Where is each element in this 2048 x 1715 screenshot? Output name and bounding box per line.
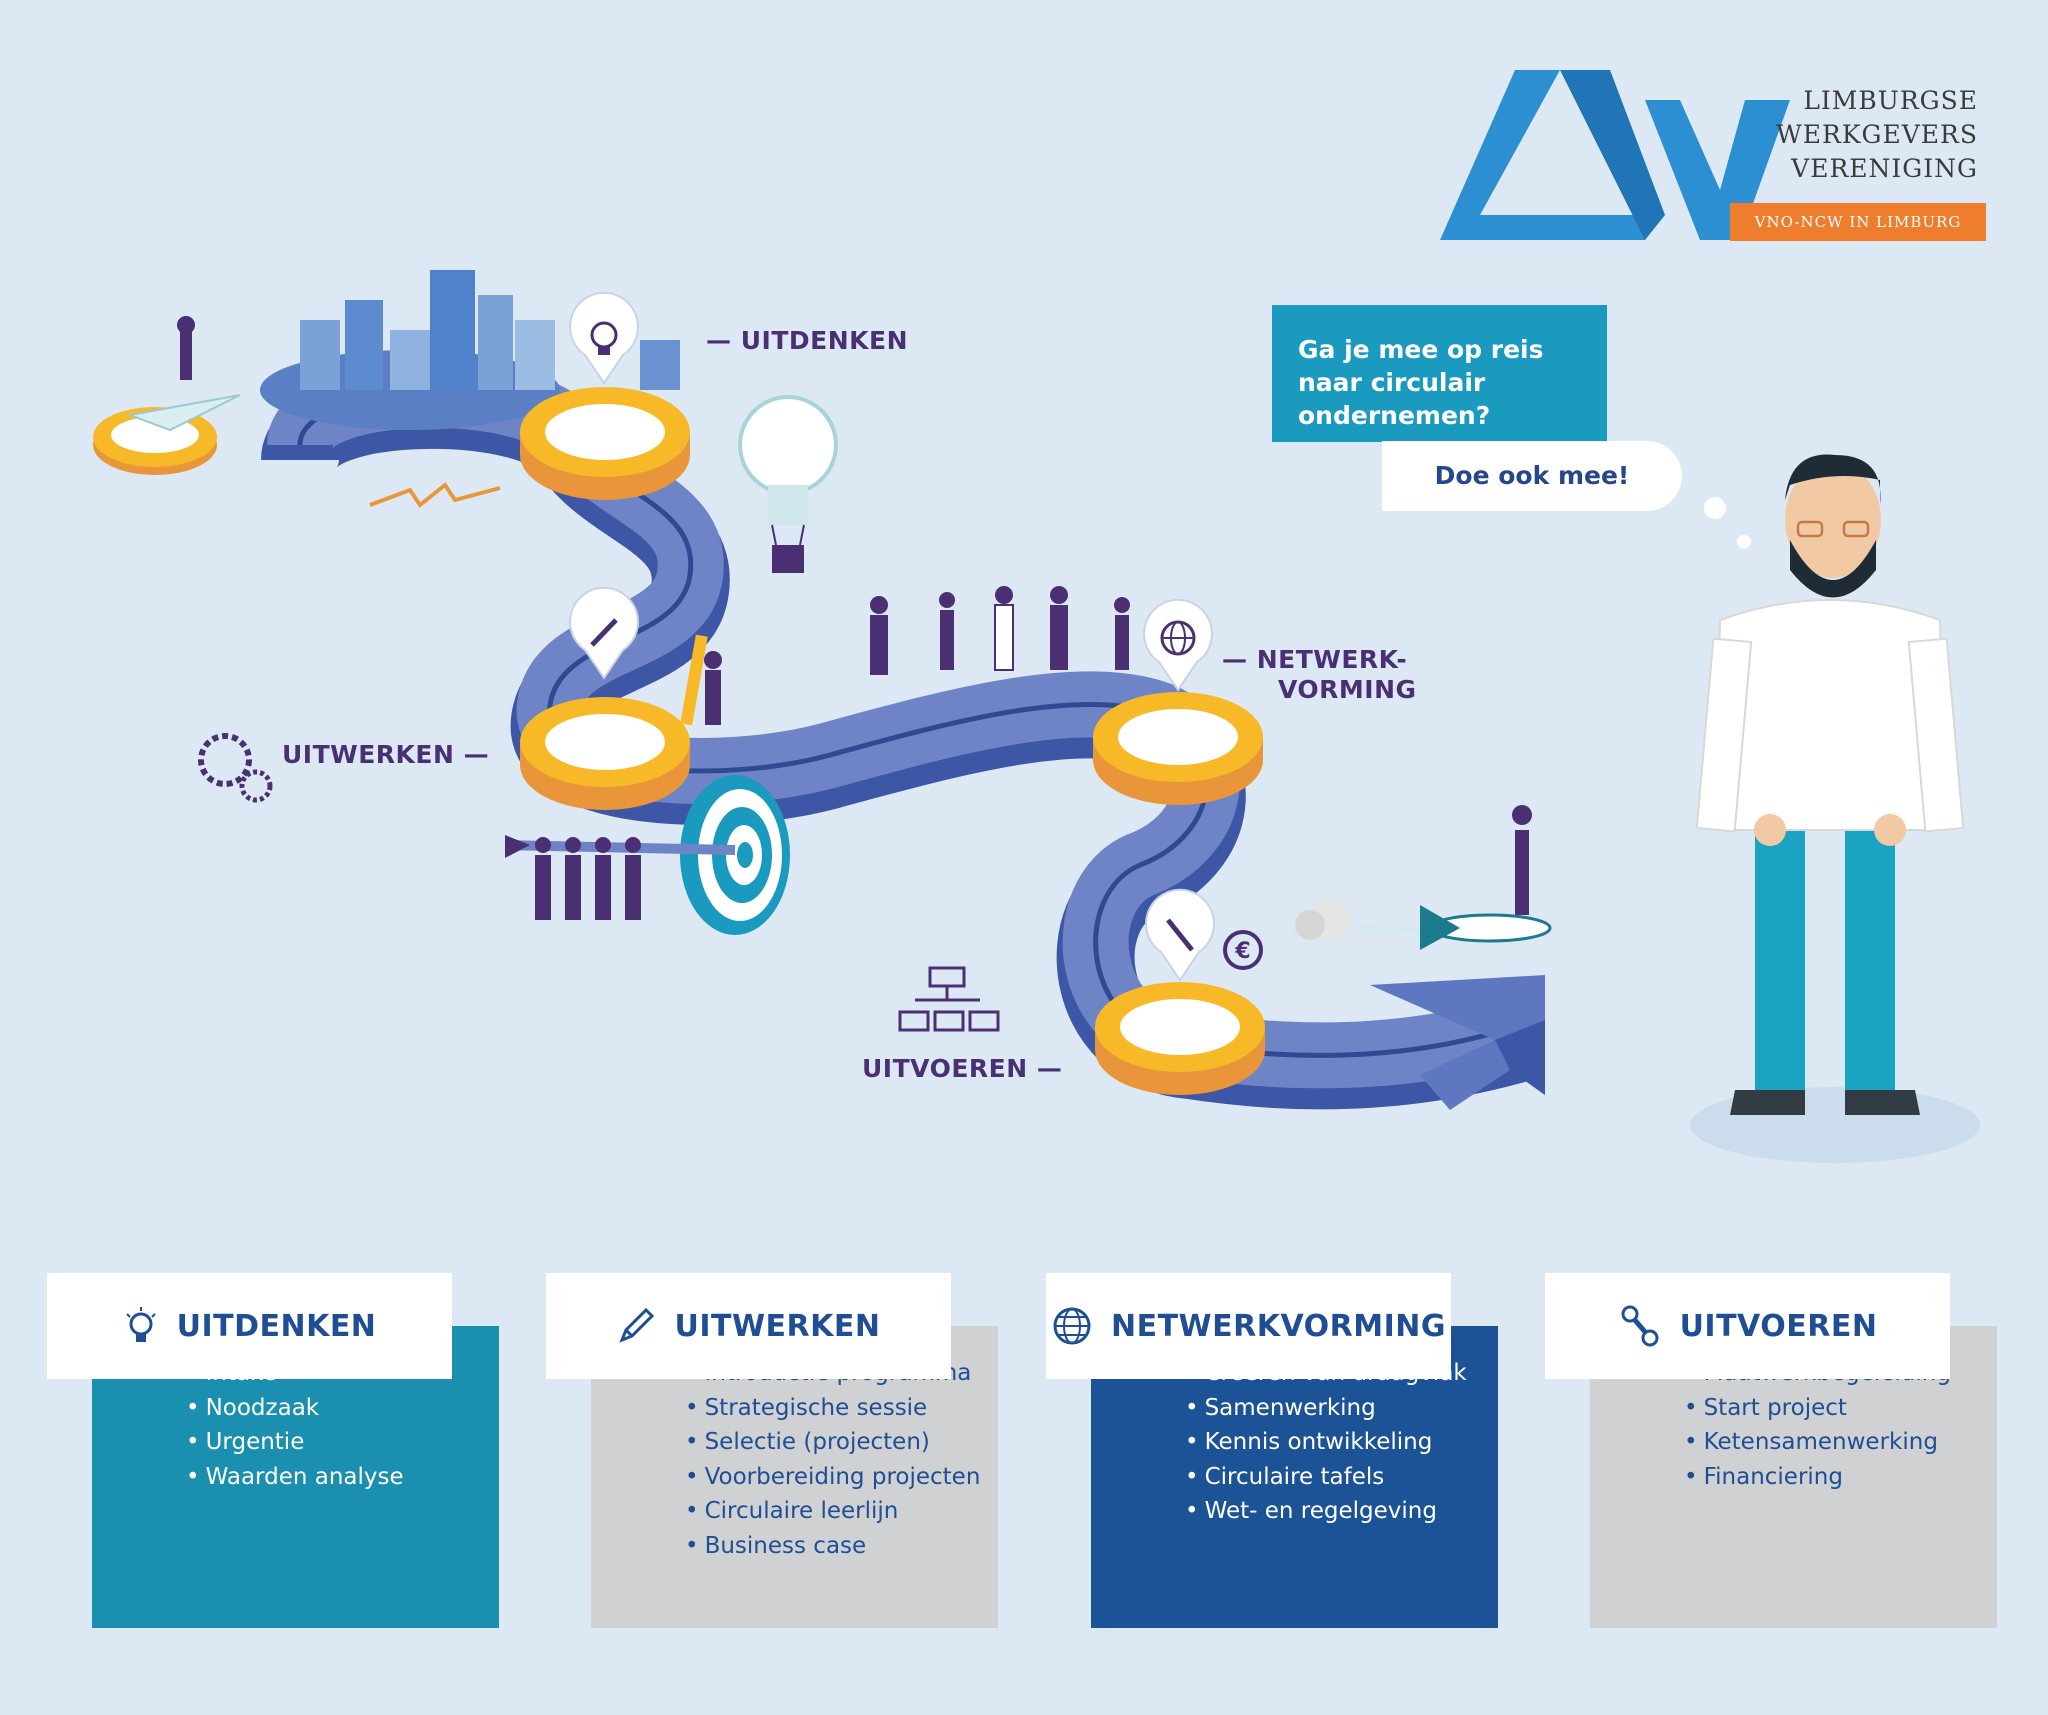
list-item: Business case bbox=[685, 1529, 998, 1564]
logo-line-1: LIMBURGSE bbox=[1803, 86, 1978, 115]
list-item: Voorbereiding projecten bbox=[685, 1460, 998, 1495]
platform-uitvoeren bbox=[1095, 982, 1265, 1095]
list-item: Samenwerking bbox=[1185, 1391, 1498, 1426]
lwv-logo-mark bbox=[1440, 70, 1790, 240]
stage-label-uitdenken: — UITDENKEN bbox=[706, 326, 908, 355]
stage-label-netwerkvorming-line1: NETWERK- bbox=[1256, 645, 1408, 674]
wrench-icon bbox=[1621, 1305, 1659, 1347]
rocket bbox=[1295, 805, 1560, 950]
globe-icon bbox=[1053, 1307, 1091, 1345]
list-item: Ketensamenwerking bbox=[1684, 1425, 1997, 1460]
person-with-pencil bbox=[680, 634, 722, 726]
list-item: Start project bbox=[1684, 1391, 1997, 1426]
pencil-icon bbox=[619, 1307, 655, 1343]
platform-netwerkvorming bbox=[1093, 692, 1263, 805]
logo-subtitle: VNO-NCW IN LIMBURG bbox=[1730, 203, 1986, 241]
people-group-carrying-arrow bbox=[535, 837, 641, 920]
speech-question: Ga je mee op reis naar circulair onderne… bbox=[1272, 305, 1607, 442]
stage-label-uitdenken-text: UITDENKEN bbox=[740, 326, 908, 355]
list-item: Waarden analyse bbox=[186, 1460, 499, 1495]
road-arrowhead bbox=[1370, 975, 1545, 1110]
card-uitwerken-title: UITWERKEN bbox=[674, 1308, 881, 1344]
networking-people bbox=[870, 586, 1130, 675]
logo-line-2: WERKGEVERS bbox=[1776, 120, 1978, 149]
thought-bubble-large bbox=[1704, 497, 1726, 519]
card-uitwerken-header: UITWERKEN bbox=[546, 1273, 951, 1379]
city-skyline bbox=[260, 270, 680, 430]
list-item: Urgentie bbox=[186, 1425, 499, 1460]
stage-label-netwerkvorming: — NETWERK- VORMING bbox=[1222, 645, 1417, 704]
card-uitvoeren-title: UITVOEREN bbox=[1679, 1308, 1878, 1344]
lightbulb-balloon bbox=[738, 395, 838, 573]
list-item: Circulaire tafels bbox=[1185, 1460, 1498, 1495]
stage-label-uitwerken: UITWERKEN — bbox=[282, 740, 490, 769]
list-item: Circulaire leerlijn bbox=[685, 1494, 998, 1529]
card-uitwerken-list: Introductie programma Strategische sessi… bbox=[685, 1356, 998, 1563]
target bbox=[504, 775, 790, 935]
paper-plane-launcher bbox=[93, 316, 241, 475]
road-arrowhead-shade bbox=[1495, 1020, 1545, 1095]
pin-wrench-icon bbox=[1145, 888, 1215, 982]
logo-text: LIMBURGSE WERKGEVERS VERENIGING bbox=[1760, 84, 1978, 186]
card-netwerkvorming-header: NETWERKVORMING bbox=[1046, 1273, 1451, 1379]
list-item: Selectie (projecten) bbox=[685, 1425, 998, 1460]
zigzag-arrow bbox=[369, 482, 501, 508]
thought-bubble-small bbox=[1737, 535, 1751, 549]
card-uitdenken-header: UITDENKEN bbox=[47, 1273, 452, 1379]
card-uitvoeren-header: UITVOEREN bbox=[1545, 1273, 1950, 1379]
speech-answer: Doe ook mee! bbox=[1382, 441, 1682, 511]
platform-uitwerken bbox=[520, 697, 690, 810]
euro-icon: € bbox=[1223, 930, 1263, 970]
logo-line-3: VERENIGING bbox=[1791, 154, 1978, 183]
list-item: Noodzaak bbox=[186, 1391, 499, 1426]
stage-label-uitvoeren: UITVOEREN — bbox=[862, 1054, 1063, 1083]
org-chart-icon bbox=[898, 966, 1000, 1032]
pin-pencil-icon bbox=[569, 586, 639, 680]
man-character bbox=[1690, 454, 1980, 1163]
list-item: Wet- en regelgeving bbox=[1185, 1494, 1498, 1529]
list-item: Financiering bbox=[1684, 1460, 1997, 1495]
card-uitdenken-title: UITDENKEN bbox=[176, 1308, 377, 1344]
pin-lightbulb-icon bbox=[569, 291, 639, 385]
card-netwerkvorming-title: NETWERKVORMING bbox=[1110, 1308, 1447, 1344]
stage-label-uitwerken-text: UITWERKEN bbox=[282, 740, 455, 769]
svg-text:€: € bbox=[1234, 939, 1250, 964]
list-item: Strategische sessie bbox=[685, 1391, 998, 1426]
gears-icon bbox=[198, 733, 273, 803]
stage-label-netwerkvorming-line2: VORMING bbox=[1278, 675, 1417, 704]
pin-globe-icon bbox=[1143, 598, 1213, 692]
stage-label-uitvoeren-text: UITVOEREN bbox=[862, 1054, 1028, 1083]
platform-uitdenken bbox=[520, 387, 690, 500]
card-netwerkvorming-list: Creëren van draagvlak Samenwerking Kenni… bbox=[1185, 1356, 1498, 1529]
list-item: Kennis ontwikkeling bbox=[1185, 1425, 1498, 1460]
lightbulb-icon bbox=[125, 1307, 156, 1342]
